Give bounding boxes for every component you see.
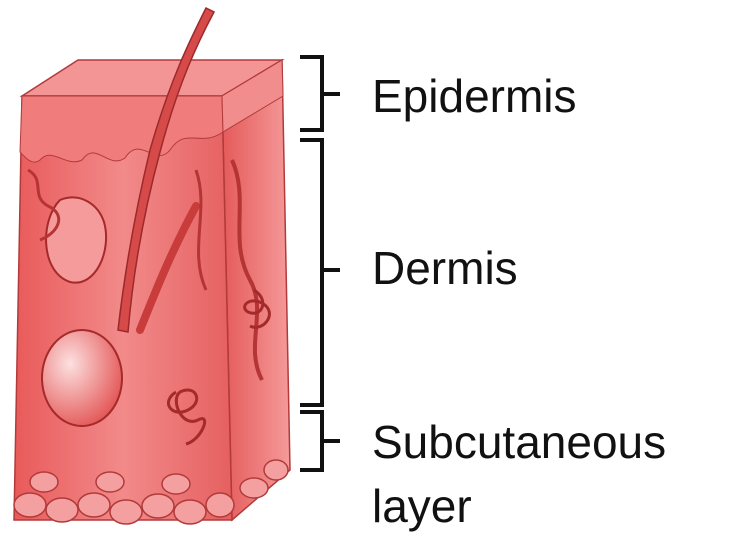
dermis-bracket — [300, 140, 340, 405]
subcutaneous-bracket — [300, 412, 340, 470]
subcutaneous-label-line1: Subcutaneous — [372, 416, 666, 468]
subcutaneous-label-line2: layer — [372, 480, 472, 532]
dermis-label: Dermis — [372, 242, 518, 294]
epidermis-label: Epidermis — [372, 70, 577, 122]
epidermis-bracket — [300, 57, 340, 130]
hair-follicle-bulb — [42, 330, 122, 426]
